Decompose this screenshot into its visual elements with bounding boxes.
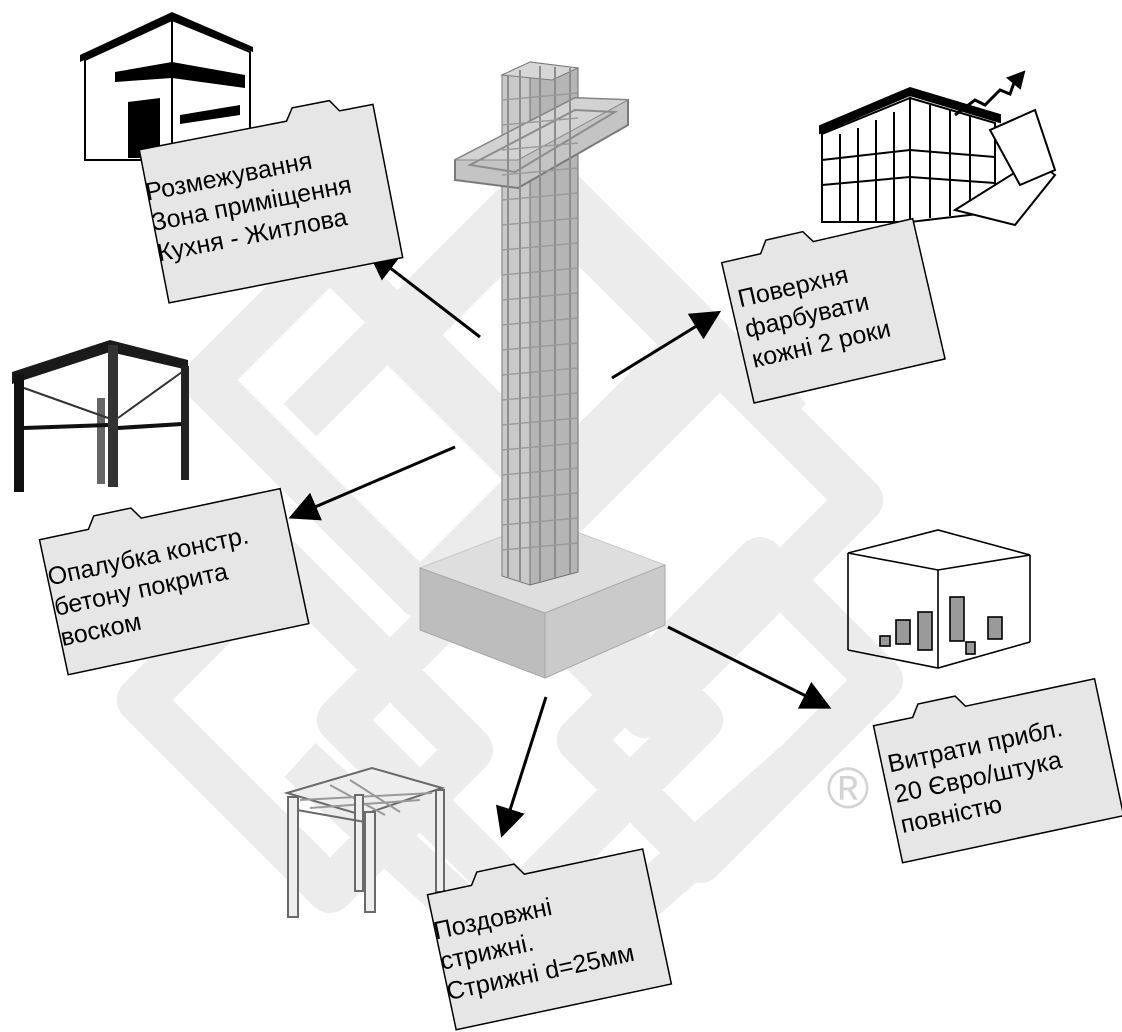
arrow-to-zoning — [367, 250, 481, 339]
rebar-cage-icon — [283, 766, 446, 918]
arrow-to-formwork — [288, 445, 456, 521]
house-icon — [80, 12, 253, 162]
arrow-to-cost — [667, 625, 832, 709]
note-cost-folder — [872, 677, 1122, 864]
note-rebar-folder — [426, 848, 673, 1031]
office-building-icon — [819, 70, 1057, 227]
note-formwork-folder — [38, 487, 310, 676]
frame-structure-icon — [12, 340, 189, 492]
registered-mark: ® — [827, 756, 870, 821]
arrow-to-painting — [611, 310, 722, 380]
note-zoning-folder — [138, 99, 404, 304]
arrow-to-rebar — [495, 696, 548, 838]
bar-chart-box-icon — [847, 529, 1031, 669]
note-painting-folder — [720, 217, 946, 404]
